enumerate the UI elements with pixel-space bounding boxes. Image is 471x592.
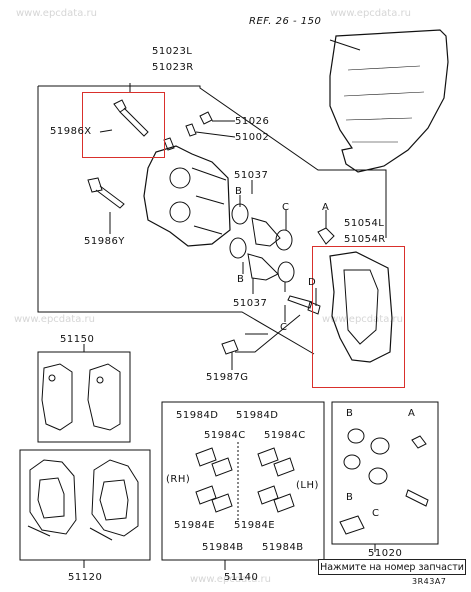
watermark: www.epcdata.ru [322,314,403,325]
seal-kit-box [331,401,439,545]
watermark: www.epcdata.ru [190,574,271,585]
part-51984b[interactable]: 51984B [202,542,244,553]
part-51054r[interactable]: 51054R [344,234,386,245]
part-51984c[interactable]: 51984C [264,430,306,441]
side-rh: (RH) [166,474,191,485]
part-51037[interactable]: 51037 [233,298,268,309]
part-51023r[interactable]: 51023R [152,62,194,73]
part-51054l[interactable]: 51054L [344,218,385,229]
pad-clips-box [37,351,131,443]
caliper-bracket [329,251,393,363]
part-51987g[interactable]: 51987G [206,372,249,383]
part-51020[interactable]: 51020 [368,548,403,559]
part-51023l[interactable]: 51023L [152,46,193,57]
letter-c: C [282,202,290,213]
shims-box [161,401,325,561]
part-51984e[interactable]: 51984E [174,520,216,531]
part-51984d[interactable]: 51984D [176,410,219,421]
letter-b: B [235,186,243,197]
part-51984b[interactable]: 51984B [262,542,304,553]
ref-label[interactable]: REF. 26 - 150 [249,16,322,27]
caliper-body [143,145,231,247]
watermark: www.epcdata.ru [330,8,411,19]
letter-c: C [372,508,380,519]
part-51986y[interactable]: 51986Y [84,236,125,247]
part-51986x[interactable]: 51986X [50,126,92,137]
letter-c: C [280,322,288,333]
part-51026[interactable]: 51026 [235,116,270,127]
letter-b: B [237,274,245,285]
highlight-51986x[interactable] [82,92,165,158]
letter-a: A [408,408,416,419]
letter-b: B [346,492,354,503]
part-51984c[interactable]: 51984C [204,430,246,441]
part-51984d[interactable]: 51984D [236,410,279,421]
highlight-51054[interactable] [312,246,405,388]
letter-d: D [308,277,317,288]
watermark: www.epcdata.ru [14,314,95,325]
part-51002[interactable]: 51002 [235,132,270,143]
letter-b: B [346,408,354,419]
part-51984e[interactable]: 51984E [234,520,276,531]
part-51150[interactable]: 51150 [60,334,95,345]
side-lh: (LH) [296,480,319,491]
hint-tooltip: Нажмите на номер запчасти [318,559,466,575]
image-code: 3R43A7 [412,577,447,586]
assembly-frame-top [38,85,387,238]
watermark: www.epcdata.ru [16,8,97,19]
letter-a: A [322,202,330,213]
dust-shield [329,29,449,173]
part-51120[interactable]: 51120 [68,572,103,583]
pads-box [19,449,151,561]
part-51037[interactable]: 51037 [234,170,269,181]
part-51140[interactable]: 51140 [224,572,259,583]
